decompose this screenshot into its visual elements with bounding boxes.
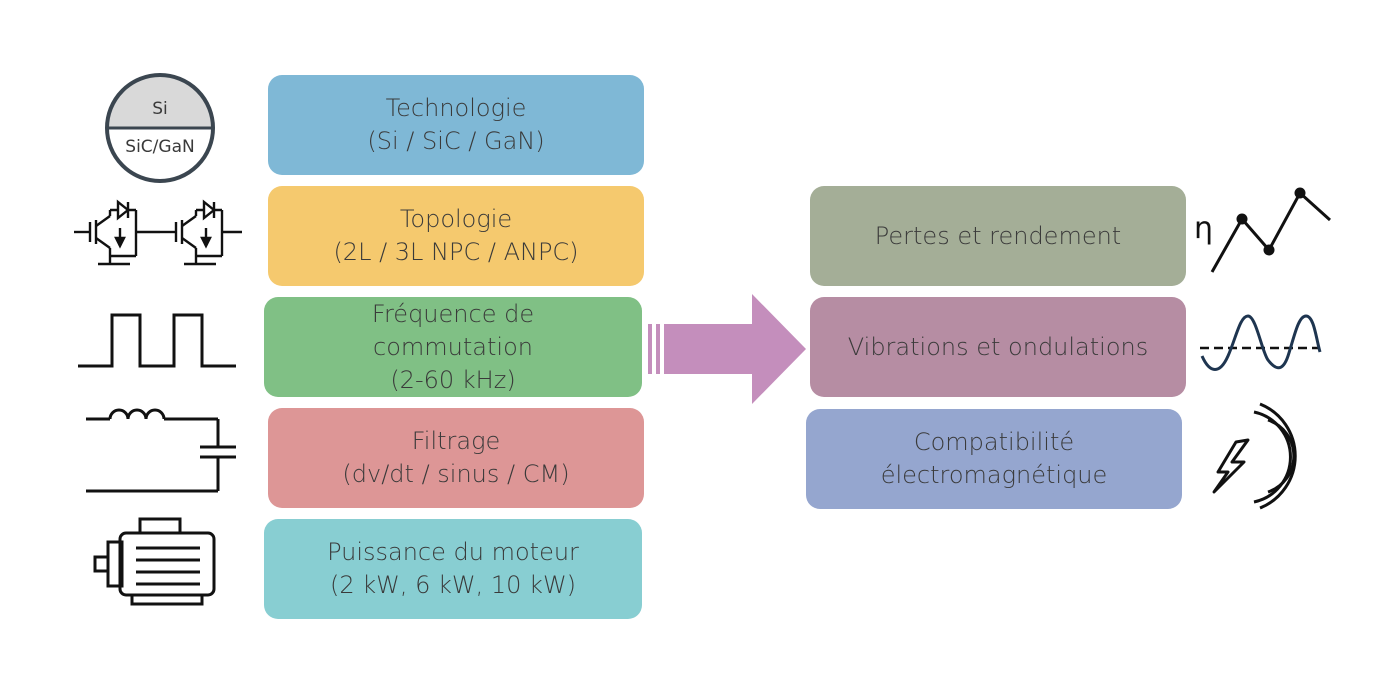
- input-label: Technologie: [385, 94, 527, 122]
- output-box-vibrations: Vibrations et ondulations: [810, 297, 1186, 397]
- input-box-technologie: Technologie (Si / SiC / GaN): [268, 75, 644, 175]
- input-box-frequence: Fréquence de commutation (2-60 kHz): [264, 297, 642, 397]
- emc-lightning-icon: [1208, 402, 1312, 512]
- output-label: Compatibilité: [913, 428, 1075, 456]
- output-label-cont: électromagnétique: [880, 461, 1108, 489]
- input-sublabel: (2L / 3L NPC / ANPC): [333, 238, 579, 266]
- wafer-bottom-label: SiC/GaN: [125, 137, 194, 157]
- lc-filter-icon: [84, 403, 254, 495]
- right-arrow-icon: [648, 294, 808, 404]
- input-label: Filtrage: [411, 427, 501, 455]
- input-box-puissance: Puissance du moteur (2 kW, 6 kW, 10 kW): [264, 519, 642, 619]
- input-label-cont: commutation: [373, 332, 533, 361]
- electric-motor-icon: [92, 516, 218, 608]
- input-label: Puissance du moteur: [327, 538, 579, 566]
- input-box-filtrage: Filtrage (dv/dt / sinus / CM): [268, 408, 644, 508]
- eta-symbol: η: [1194, 211, 1213, 246]
- input-sublabel: (2-60 kHz): [390, 365, 516, 394]
- square-wave-icon: [78, 312, 236, 368]
- input-sublabel: (2 kW, 6 kW, 10 kW): [329, 571, 577, 599]
- input-sublabel: (dv/dt / sinus / CM): [342, 460, 570, 488]
- efficiency-curve-icon: η: [1192, 184, 1338, 276]
- semiconductor-wafer-icon: Si SiC/GaN: [104, 72, 216, 184]
- input-box-topologie: Topologie (2L / 3L NPC / ANPC): [268, 186, 644, 286]
- output-label: Vibrations et ondulations: [847, 332, 1149, 361]
- output-box-cem: Compatibilité électromagnétique: [806, 409, 1182, 509]
- output-box-pertes: Pertes et rendement: [810, 186, 1186, 286]
- input-sublabel: (Si / SiC / GaN): [367, 127, 545, 155]
- igbt-diode-switch-icon: [72, 198, 248, 274]
- input-label: Topologie: [399, 205, 513, 233]
- output-label: Pertes et rendement: [874, 221, 1122, 250]
- wafer-top-label: Si: [152, 99, 168, 119]
- input-label: Fréquence de: [371, 299, 535, 328]
- sine-wave-icon: [1198, 312, 1324, 374]
